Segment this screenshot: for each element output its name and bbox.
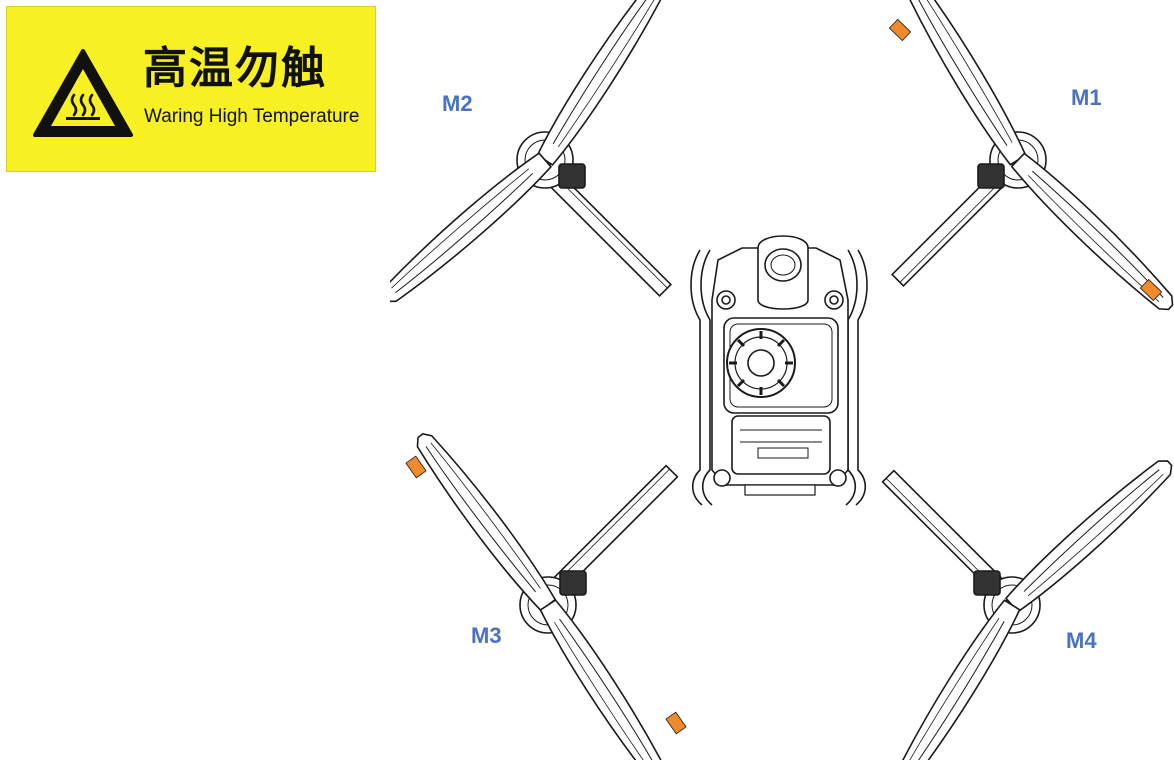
drone-body — [711, 235, 849, 496]
high-temperature-warning-label: 高温勿触 Waring High Temperature — [6, 6, 376, 172]
motor-label-m4: M4 — [1066, 628, 1097, 653]
motor-label-m2: M2 — [442, 91, 473, 116]
warning-subtitle-english: Waring High Temperature — [144, 106, 360, 127]
hot-surface-warning-icon — [33, 49, 133, 137]
warning-title-chinese: 高温勿触 — [143, 43, 327, 94]
motor-label-m1: M1 — [1071, 85, 1102, 110]
drone-top-view-diagram — [390, 0, 1174, 760]
motor-label-m3: M3 — [471, 623, 502, 648]
propeller-tip-markers — [405, 18, 1163, 735]
